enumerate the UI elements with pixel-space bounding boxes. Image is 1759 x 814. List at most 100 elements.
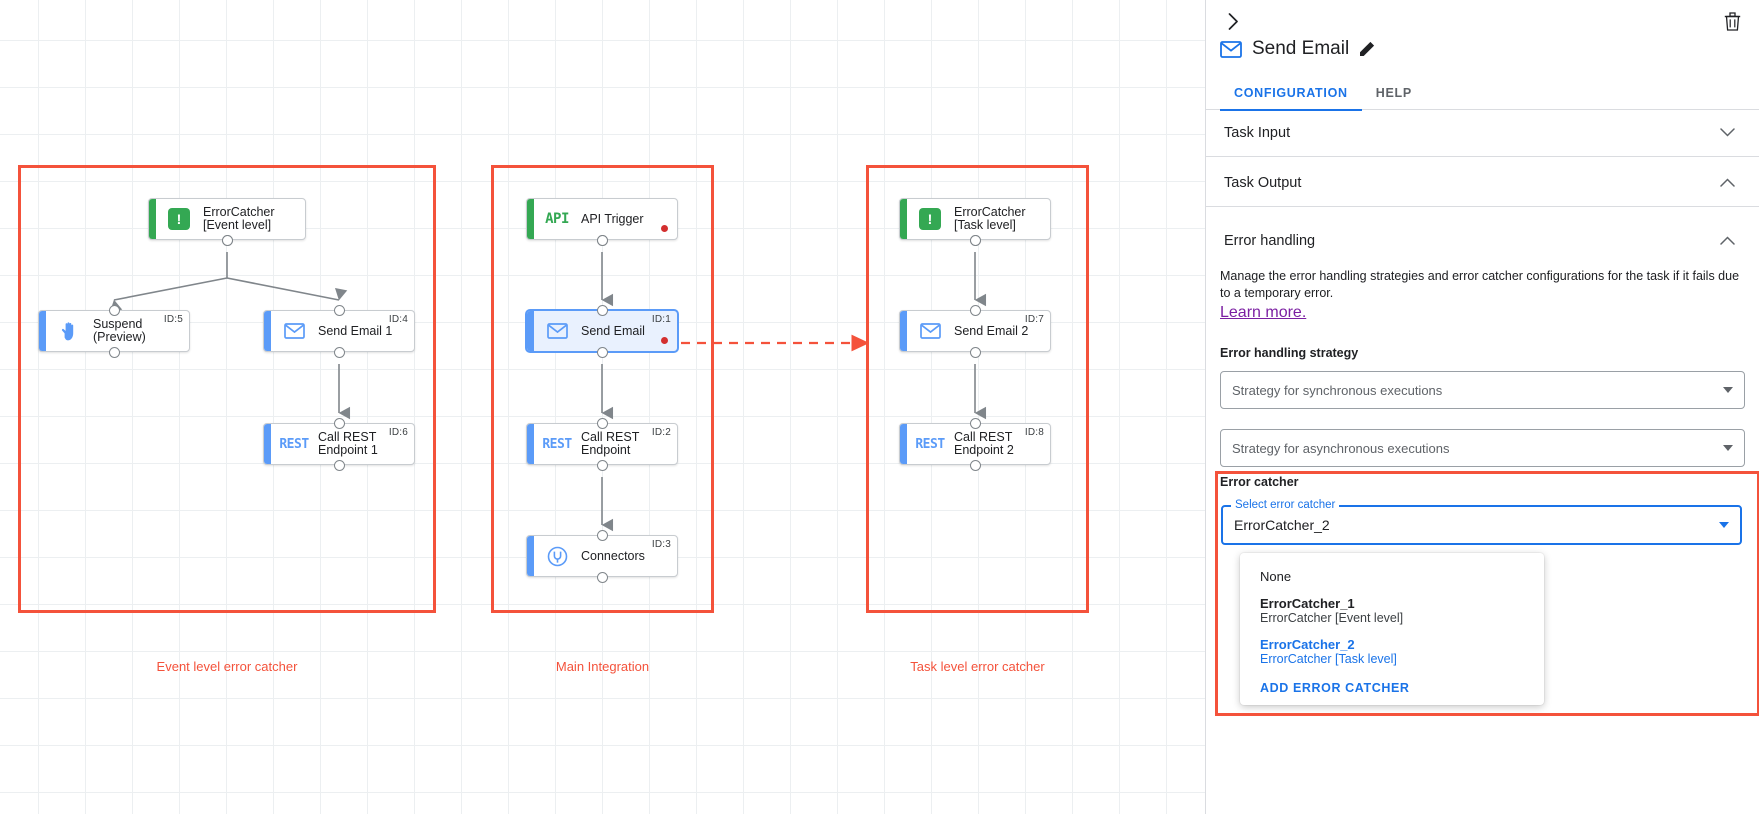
workflow-node-suspend[interactable]: Suspend(Preview)ID:5: [38, 310, 190, 352]
node-port-bottom[interactable]: [969, 346, 981, 358]
workflow-node-connectors[interactable]: Connectors ID:3: [526, 535, 678, 577]
workflow-node-errorcatcher-event[interactable]: !ErrorCatcher[Event level]: [148, 198, 306, 240]
chevron-right-icon[interactable]: [1220, 8, 1246, 34]
error-catcher-label: Error catcher: [1220, 475, 1299, 489]
node-port-top[interactable]: [596, 417, 608, 429]
section-task-output-label: Task Output: [1224, 175, 1302, 191]
node-accent-bar: [527, 199, 534, 239]
section-error-handling[interactable]: Error handling: [1206, 218, 1759, 264]
node-port-top[interactable]: [969, 417, 981, 429]
node-port-bottom[interactable]: [596, 346, 608, 358]
node-port-bottom[interactable]: [596, 459, 608, 471]
node-id-tag: ID:2: [651, 427, 671, 438]
node-port-top[interactable]: [596, 304, 608, 316]
section-task-input[interactable]: Task Input: [1206, 110, 1759, 157]
node-port-top[interactable]: [333, 304, 345, 316]
rest-icon: REST: [279, 436, 309, 452]
sync-strategy-select[interactable]: Strategy for synchronous executions: [1220, 371, 1745, 409]
learn-more-link[interactable]: Learn more.: [1220, 304, 1307, 321]
email-glyph: [546, 323, 568, 339]
node-icon: !: [161, 208, 197, 230]
node-port-bottom[interactable]: [333, 459, 345, 471]
node-accent-bar: [527, 536, 534, 576]
error-handling-body: Manage the error handling strategies and…: [1206, 268, 1759, 467]
node-icon: [539, 323, 575, 339]
workflow-node-errorcatcher-task[interactable]: !ErrorCatcher[Task level]: [899, 198, 1051, 240]
chevron-down-icon: [1720, 124, 1735, 142]
error-catcher-select[interactable]: Select error catcher ErrorCatcher_2: [1221, 499, 1742, 545]
dropdown-option-subtitle: ErrorCatcher [Event level]: [1260, 611, 1404, 625]
node-port-bottom[interactable]: [969, 234, 981, 246]
hand-icon: [59, 321, 79, 342]
node-port-top[interactable]: [596, 529, 608, 541]
email-icon: [919, 323, 941, 339]
node-id-tag: ID:1: [651, 314, 671, 325]
node-icon: [912, 323, 948, 339]
async-strategy-value: Strategy for asynchronous executions: [1232, 440, 1450, 456]
dropdown-option-title: ErrorCatcher_2: [1260, 637, 1355, 652]
node-label: ErrorCatcher[Task level]: [954, 205, 1026, 232]
node-port-bottom[interactable]: [221, 234, 233, 246]
node-label: Connectors: [581, 548, 645, 563]
node-accent-bar: [900, 199, 907, 239]
node-label: Send Email 1: [318, 323, 393, 338]
async-strategy-select[interactable]: Strategy for asynchronous executions: [1220, 429, 1745, 467]
node-port-bottom[interactable]: [333, 346, 345, 358]
error-catcher-select-value: ErrorCatcher_2: [1234, 517, 1330, 533]
sync-strategy-value: Strategy for synchronous executions: [1232, 382, 1443, 398]
section-task-output[interactable]: Task Output: [1206, 160, 1759, 207]
node-port-bottom[interactable]: [596, 571, 608, 583]
node-accent-bar: [264, 311, 271, 351]
workflow-canvas[interactable]: Event level error catcher Main Integratio…: [0, 0, 1205, 814]
node-port-bottom[interactable]: [596, 234, 608, 246]
node-accent-bar: [149, 199, 156, 239]
node-label: Suspend(Preview): [93, 317, 146, 344]
node-id-tag: ID:7: [1024, 314, 1044, 325]
chevron-down-icon: [1723, 445, 1733, 451]
node-port-bottom[interactable]: [969, 459, 981, 471]
tab-configuration[interactable]: CONFIGURATION: [1220, 78, 1362, 111]
node-id-tag: ID:3: [651, 539, 671, 550]
node-error-indicator: [661, 337, 668, 344]
trash-icon[interactable]: [1719, 8, 1745, 34]
node-port-top[interactable]: [969, 304, 981, 316]
add-error-catcher-button[interactable]: ADD ERROR CATCHER: [1260, 681, 1410, 695]
node-accent-bar: [264, 424, 271, 464]
group-frame: [18, 165, 436, 613]
api-icon: API: [545, 211, 569, 227]
chevron-up-glyph: [1720, 178, 1735, 187]
rest-icon: REST: [542, 436, 572, 452]
task-config-panel[interactable]: Send Email CONFIGURATION HELP Task Input…: [1205, 0, 1759, 814]
group-label: Task level error catcher: [910, 659, 1045, 674]
tab-help[interactable]: HELP: [1375, 86, 1412, 100]
pencil-icon[interactable]: [1359, 41, 1375, 57]
connectors-icon: [547, 546, 568, 567]
panel-tabs[interactable]: CONFIGURATION HELP: [1206, 78, 1759, 111]
dropdown-option-subtitle: ErrorCatcher [Task level]: [1260, 652, 1397, 666]
email-icon: [546, 323, 568, 339]
group-label: Event level error catcher: [156, 659, 298, 674]
group-frame: [866, 165, 1089, 613]
chevron-up-icon: [1720, 174, 1735, 192]
node-id-tag: ID:6: [388, 427, 408, 438]
group-label: Main Integration: [555, 659, 650, 674]
node-port-top[interactable]: [108, 304, 120, 316]
node-port-top[interactable]: [333, 417, 345, 429]
dropdown-option-title: None: [1260, 569, 1292, 584]
node-port-bottom[interactable]: [108, 346, 120, 358]
hand-glyph: [61, 321, 74, 340]
group-frame: [491, 165, 714, 613]
dropdown-option-none[interactable]: None: [1240, 563, 1544, 590]
chevron-down-icon: [1723, 387, 1733, 393]
